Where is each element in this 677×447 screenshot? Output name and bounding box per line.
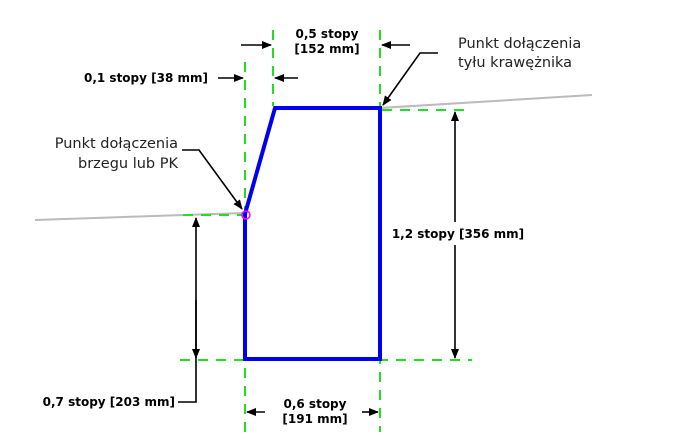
curb-profile: [243, 106, 382, 361]
bottom-width-label-2: [191 mm]: [282, 412, 347, 426]
back-of-curb-leader: [382, 52, 438, 106]
ground-line-left: [34, 212, 246, 221]
depth-label: 0,7 stopy [203 mm]: [43, 395, 175, 409]
top-width-label-1: 0,5 stopy: [296, 27, 359, 41]
attachment-marker: [241, 210, 251, 220]
back-of-curb-label-2: tyłu krawężnika: [458, 55, 572, 71]
ground-line-right: [379, 94, 593, 109]
edge-point-label-2: brzegu lub PK: [78, 156, 178, 172]
depth-leader: [178, 290, 197, 403]
edge-point-leader: [182, 149, 243, 210]
top-width-label-2: [152 mm]: [294, 42, 359, 56]
back-of-curb-label-1: Punkt dołączenia: [458, 36, 581, 52]
height-label: 1,2 stopy [356 mm]: [392, 227, 524, 241]
edge-point-label-1: Punkt dołączenia: [55, 136, 178, 152]
bottom-width-label-1: 0,6 stopy: [284, 397, 347, 411]
batter-label: 0,1 stopy [38 mm]: [84, 71, 208, 85]
